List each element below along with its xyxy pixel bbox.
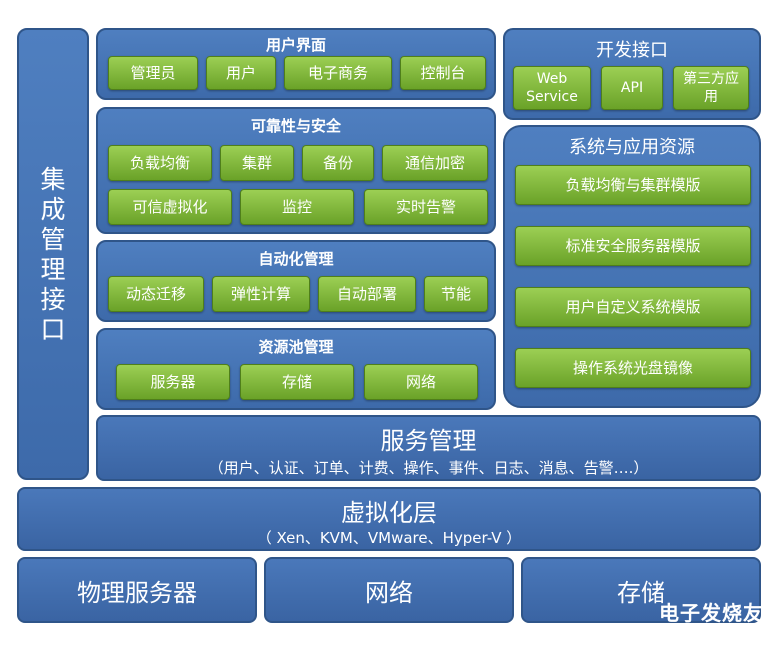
user-interface-panel: 用户界面 管理员 用户 电子商务 控制台	[96, 28, 496, 100]
system-app-resources-title: 系统与应用资源	[569, 137, 695, 158]
resource-item-os-disc-image: 操作系统光盘镜像	[515, 348, 751, 388]
user-ui-item-console: 控制台	[400, 56, 486, 90]
automation-item-auto-deploy: 自动部署	[318, 276, 416, 312]
resource-pool-management-panel: 资源池管理 服务器 存储 网络	[96, 328, 496, 410]
user-ui-item-ecommerce: 电子商务	[284, 56, 392, 90]
automation-management-title: 自动化管理	[258, 250, 334, 268]
security-item-backup: 备份	[302, 145, 374, 181]
storage-box: 存储	[521, 557, 761, 623]
security-item-trusted-virtualization: 可信虚拟化	[108, 189, 232, 225]
dev-item-web-service: Web Service	[513, 66, 591, 110]
dev-interface-title: 开发接口	[596, 40, 668, 61]
user-interface-title: 用户界面	[265, 36, 326, 54]
watermark-main: 电子发烧友	[659, 601, 764, 625]
security-item-cluster: 集群	[220, 145, 294, 181]
pool-item-network: 网络	[364, 364, 478, 400]
automation-item-live-migration: 动态迁移	[108, 276, 204, 312]
dev-item-api: API	[601, 66, 663, 110]
network-label: 网络	[365, 578, 413, 607]
pool-item-storage: 存储	[240, 364, 354, 400]
integrated-management-interface-panel: 集 成 管 理 接 口	[17, 28, 89, 480]
resource-pool-management-title: 资源池管理	[258, 338, 334, 356]
integrated-management-interface-label: 集 成 管 理 接 口	[40, 165, 66, 344]
network-box: 网络	[264, 557, 514, 623]
security-item-realtime-alert: 实时告警	[364, 189, 488, 225]
physical-server-label: 物理服务器	[77, 578, 197, 607]
reliability-security-title: 可靠性与安全	[250, 117, 341, 135]
virtualization-layer-subtitle: （ Xen、KVM、VMware、Hyper-V ）	[256, 529, 522, 547]
security-item-monitoring: 监控	[240, 189, 354, 225]
virtualization-layer-title: 虚拟化层	[341, 499, 437, 527]
service-management-subtitle: （用户、认证、订单、计费、操作、事件、日志、消息、告警….）	[208, 459, 649, 477]
watermark-url: www.elecfans.com	[670, 623, 764, 634]
security-item-encryption: 通信加密	[382, 145, 488, 181]
storage-label: 存储	[617, 578, 665, 607]
service-management-bar: 服务管理 （用户、认证、订单、计费、操作、事件、日志、消息、告警….）	[96, 415, 761, 481]
physical-server-box: 物理服务器	[17, 557, 257, 623]
service-management-title: 服务管理	[380, 427, 477, 455]
watermark: 电子发烧友 www.elecfans.com	[594, 597, 764, 637]
pool-item-server: 服务器	[116, 364, 230, 400]
automation-management-panel: 自动化管理 动态迁移 弹性计算 自动部署 节能	[96, 240, 496, 322]
virtualization-layer-bar: 虚拟化层 （ Xen、KVM、VMware、Hyper-V ）	[17, 487, 761, 551]
security-item-load-balance: 负载均衡	[108, 145, 212, 181]
reliability-security-panel: 可靠性与安全 负载均衡 集群 备份 通信加密 可信虚拟化 监控 实时告警	[96, 107, 496, 234]
resource-item-lb-cluster-template: 负载均衡与集群模版	[515, 165, 751, 205]
dev-interface-panel: 开发接口 Web Service API 第三方应用	[503, 28, 761, 120]
user-ui-item-user: 用户	[206, 56, 276, 90]
user-ui-item-admin: 管理员	[108, 56, 198, 90]
system-app-resources-panel: 系统与应用资源 负载均衡与集群模版 标准安全服务器模版 用户自定义系统模版 操作…	[503, 125, 761, 408]
resource-item-custom-system-template: 用户自定义系统模版	[515, 287, 751, 327]
resource-item-secure-server-template: 标准安全服务器模版	[515, 226, 751, 266]
dev-item-third-party: 第三方应用	[673, 66, 749, 110]
automation-item-energy-saving: 节能	[424, 276, 488, 312]
automation-item-elastic-compute: 弹性计算	[212, 276, 310, 312]
